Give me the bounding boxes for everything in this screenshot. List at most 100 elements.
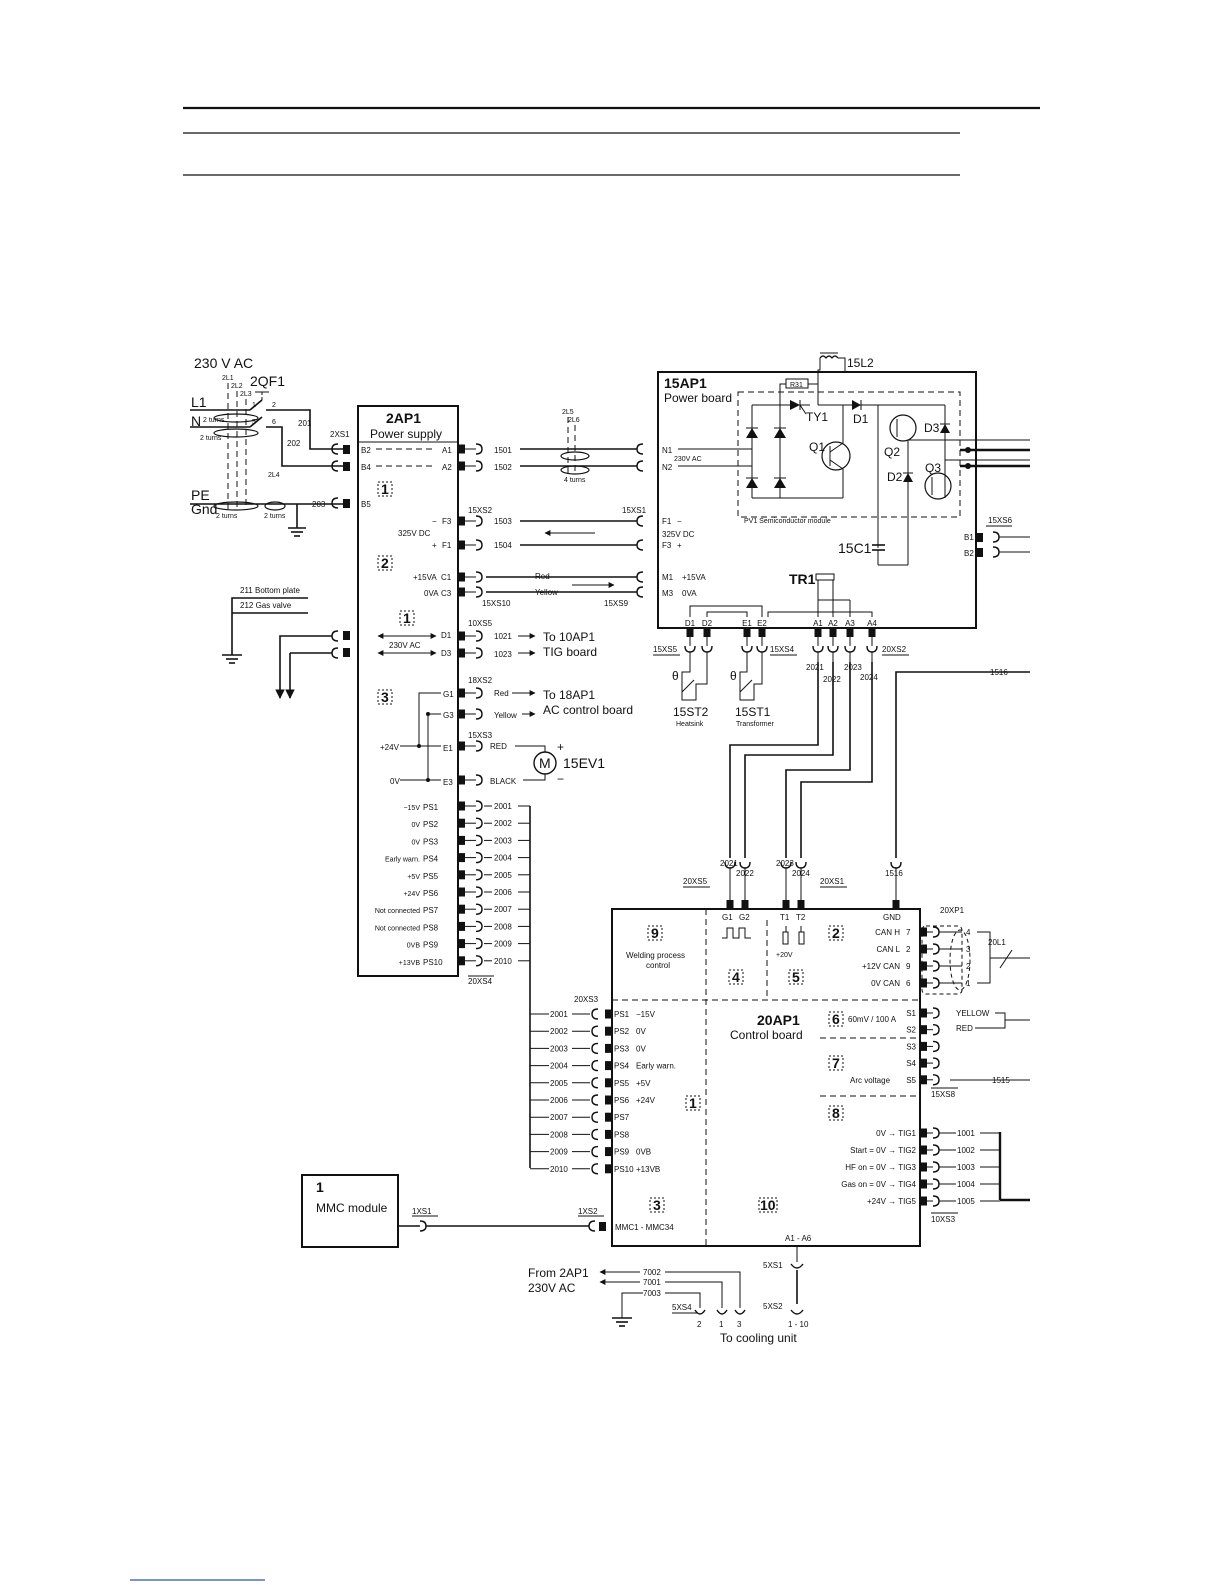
control-ps-wire: 2009 <box>550 1148 568 1157</box>
psu-ps-wire: 2006 <box>494 888 512 897</box>
psu-section-3: 1 <box>403 610 411 626</box>
psu-ps-wire: 2010 <box>494 957 512 966</box>
psu-pin-a2: A2 <box>442 463 452 472</box>
psu-pin-b5: B5 <box>361 500 371 509</box>
control-section-9: 9 <box>651 925 659 941</box>
inductor-icon <box>819 355 839 359</box>
thermistor-t2-icon <box>798 931 805 945</box>
control-tig-wire: 1003 <box>957 1163 975 1172</box>
power-bottom-pin-label: E1 <box>742 619 752 628</box>
psu-ps-pin: PS2 <box>423 820 439 829</box>
supply-label: 230 V AC <box>194 355 253 371</box>
fan-wire-red: RED <box>490 742 507 751</box>
breaker-pin5: 5 <box>252 419 256 426</box>
can-pin: 2 <box>906 945 911 954</box>
diode-icon <box>774 478 786 488</box>
control-section-4: 4 <box>732 969 740 985</box>
psu-pin-f3-minus: − <box>432 517 437 526</box>
control-ps-wire: 2002 <box>550 1027 568 1036</box>
x15xs8-label: 15XS8 <box>931 1090 956 1099</box>
transformer-theta: θ <box>730 669 737 683</box>
ferrite-2l3: 2L3 <box>240 391 252 398</box>
psu-subtitle: Power supply <box>370 427 442 441</box>
xp1-label: 20XP1 <box>940 906 965 915</box>
fan-minus: − <box>557 772 564 786</box>
x15xs6-label: 15XS6 <box>988 516 1013 525</box>
control-pin-g1: G1 <box>722 913 733 922</box>
power-bottom-pin: E2 <box>756 619 768 662</box>
welding-line2: control <box>646 961 670 970</box>
wire-1502: 1502 <box>494 463 512 472</box>
control-s-pin: S3 <box>906 1042 916 1051</box>
can-shield-box <box>921 925 963 995</box>
control-section-7: 7 <box>832 1055 840 1071</box>
control-tig-label: Gas on = 0V → TIG4 <box>841 1180 916 1189</box>
psu-ps-pin: PS7 <box>423 906 439 915</box>
control-ps-label: Early warn. <box>636 1062 676 1071</box>
control-ps-wire: 2010 <box>550 1165 568 1174</box>
power-bottom-pin-label: A2 <box>828 619 838 628</box>
psu-ps-label: 0V <box>411 822 420 829</box>
heatsink-theta: θ <box>672 669 679 683</box>
header-rules <box>130 106 1040 1581</box>
control-arc-voltage: Arc voltage <box>850 1076 891 1085</box>
can-pin: 7 <box>906 928 911 937</box>
control-ps-pin: PS7 <box>614 1113 630 1122</box>
control-board-name: 20AP1 <box>757 1012 800 1028</box>
power-pin-b1: B1 <box>964 533 974 542</box>
power-bottom-pin: D1 <box>684 619 696 662</box>
x15xs5-label: 15XS5 <box>653 645 678 654</box>
wire-2023-bottom: 2023 <box>776 859 794 868</box>
x20xs2-label: 20XS2 <box>882 645 907 654</box>
power-pin-f3-plus: + <box>677 541 682 550</box>
control-s-row: S3 <box>906 1040 940 1053</box>
turns-c: 2 turns <box>216 513 238 520</box>
breaker-pin6: 6 <box>272 419 276 426</box>
x5xs4-pin-2: 2 <box>697 1320 702 1329</box>
wire-202 <box>266 426 343 467</box>
psu-v24: +24V <box>380 743 400 752</box>
semiconductor-module-frame <box>737 391 961 518</box>
control-ps-label: 0V <box>636 1027 646 1036</box>
control-ps-wire: 2003 <box>550 1044 568 1053</box>
power-pin-m1: M1 <box>662 573 674 582</box>
fan-motor-icon <box>533 751 557 775</box>
psu-pin-e3: E3 <box>443 778 453 787</box>
control-section-2: 2 <box>832 925 840 941</box>
cooling-unit-wiring: From 2AP1 230V AC 7002 7001 7003 5XS4 2 … <box>528 1246 809 1345</box>
psu-pin-c1: C1 <box>441 573 452 582</box>
x15xs1-label: 15XS1 <box>622 506 647 515</box>
breaker-pin2: 2 <box>272 402 276 409</box>
power-ac-label: 230V AC <box>674 456 702 463</box>
can-xp-pin: 4 <box>966 928 971 937</box>
psu-ac-label: 230V AC <box>389 641 421 650</box>
breaker-name: 2QF1 <box>250 373 285 389</box>
wire-7001-bottom: 7001 <box>643 1278 661 1287</box>
control-s-pin: S2 <box>906 1026 916 1035</box>
thyristor-icon <box>790 400 800 410</box>
psu-pin-f1: F1 <box>442 541 452 550</box>
x5xs4-pin-3: 3 <box>737 1320 742 1329</box>
psu-ps-pin: PS8 <box>423 923 439 932</box>
control-ps-label: +5V <box>636 1079 651 1088</box>
control-ps-pin: PS10 <box>614 1165 634 1174</box>
turns-b: 2 turns <box>200 435 222 442</box>
x5xs1-label: 5XS1 <box>763 1261 783 1270</box>
sensor-st1: 15ST1 <box>735 705 771 719</box>
power-bottom-pin: A4 <box>866 619 878 662</box>
x15xs2-label: 15XS2 <box>468 506 493 515</box>
power-bottom-pin: E1 <box>741 619 753 662</box>
